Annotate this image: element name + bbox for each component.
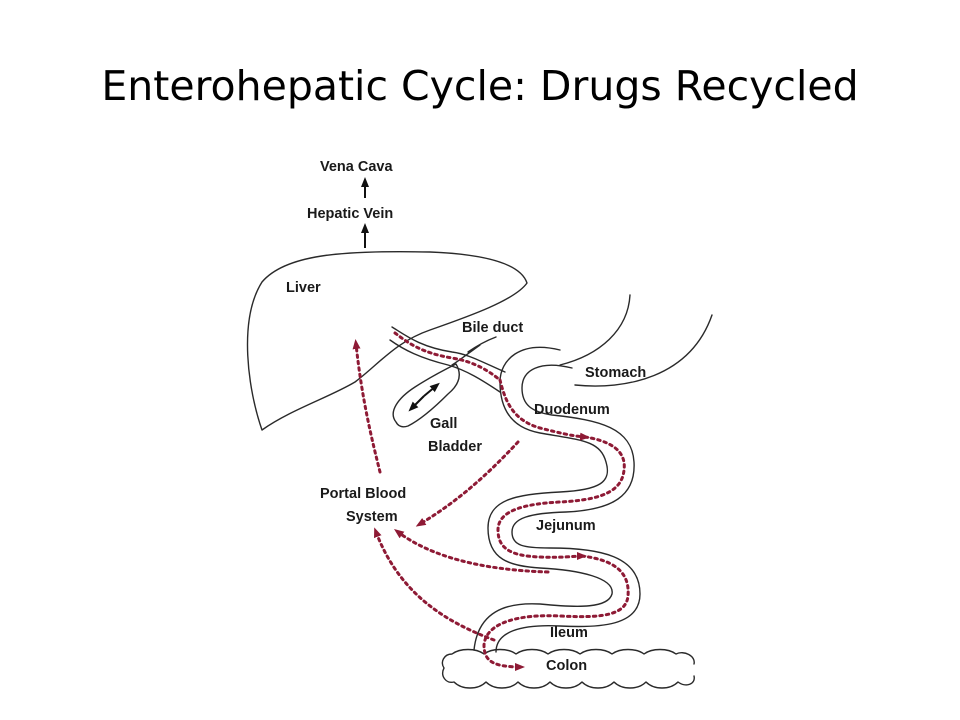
stomach-curve <box>559 294 631 366</box>
flow-jejunum-loop <box>496 435 626 561</box>
label-hepatic-vein: Hepatic Vein <box>307 206 393 222</box>
bile-duct-outline-bottom <box>389 339 501 393</box>
colon-shape <box>441 648 695 689</box>
gall-bladder-shape <box>392 363 460 428</box>
flow-ileum-loop <box>482 554 630 671</box>
label-liver: Liver <box>286 280 321 296</box>
flow-ileum-to-portal <box>374 527 496 642</box>
label-ileum: Ileum <box>550 625 588 641</box>
cystic-duct <box>451 336 497 366</box>
flow-bile-duct <box>393 331 502 382</box>
liver-shape <box>246 250 528 431</box>
bile-duct-outline-top <box>391 326 506 373</box>
flow-portal-to-liver <box>352 339 382 474</box>
label-stomach: Stomach <box>585 365 646 381</box>
label-vena-cava: Vena Cava <box>320 159 393 175</box>
flow-duodenum <box>498 378 590 441</box>
slide-title: Enterohepatic Cycle: Drugs Recycled <box>101 62 859 110</box>
flow-jejunum-to-portal <box>393 529 550 574</box>
label-colon: Colon <box>546 658 587 674</box>
drug-flow-paths <box>352 331 630 671</box>
label-gall-bladder-line2: Bladder <box>428 439 482 455</box>
flow-duodenum-to-portal <box>415 440 520 527</box>
label-gall-bladder-line1: Gall <box>430 416 457 432</box>
label-bile-duct: Bile duct <box>462 320 523 336</box>
label-duodenum: Duodenum <box>534 402 610 418</box>
intestine-inner-wall <box>495 364 641 653</box>
intestine-outer-wall <box>473 346 613 651</box>
label-portal-line2: System <box>346 509 398 525</box>
stomach-shape <box>574 314 713 387</box>
label-portal-line1: Portal Blood <box>320 486 406 502</box>
gall-bladder-double-arrow <box>408 382 440 412</box>
label-jejunum: Jejunum <box>536 518 596 534</box>
